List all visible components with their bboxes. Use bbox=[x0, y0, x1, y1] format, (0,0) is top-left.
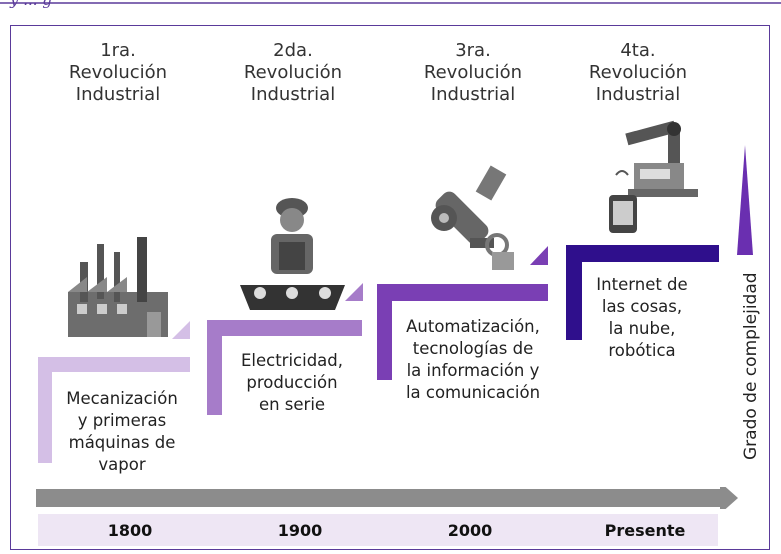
step-3 bbox=[377, 284, 548, 380]
step-1-triangle bbox=[172, 321, 190, 339]
robotics-iot-icon bbox=[609, 120, 698, 233]
step-3-triangle bbox=[530, 246, 548, 265]
header-fragment: y ... g bbox=[10, 0, 52, 9]
timeline-arrow bbox=[36, 487, 738, 509]
assembly-worker-icon bbox=[240, 198, 345, 310]
step-2-triangle bbox=[345, 283, 363, 301]
year-band bbox=[38, 514, 718, 546]
header-rule bbox=[0, 2, 781, 4]
year-1800: 1800 bbox=[107, 521, 153, 540]
step-4 bbox=[566, 245, 719, 340]
complexity-arrow bbox=[737, 145, 753, 255]
step-2 bbox=[207, 320, 362, 415]
diagram-frame bbox=[10, 25, 770, 550]
factory-icon bbox=[68, 237, 168, 337]
year-1900: 1900 bbox=[277, 521, 323, 540]
year-present: Presente bbox=[604, 521, 686, 540]
year-2000: 2000 bbox=[447, 521, 493, 540]
robot-arm-icon bbox=[431, 165, 514, 270]
step-1 bbox=[38, 357, 190, 463]
complexity-label: Grado de complejidad bbox=[741, 272, 761, 460]
